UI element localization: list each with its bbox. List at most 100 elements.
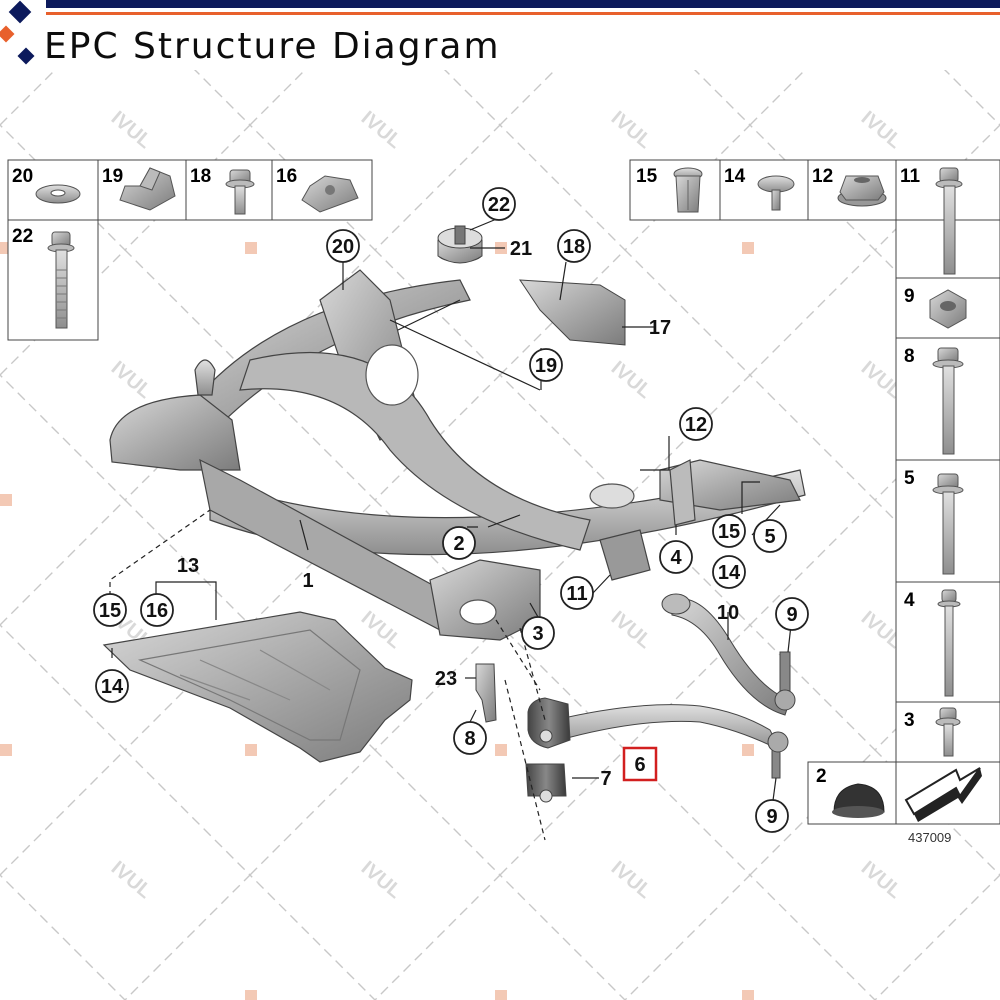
inset-label-15: 15: [636, 166, 658, 187]
callout-number: 15: [99, 600, 121, 622]
callout-3: 3: [521, 616, 555, 650]
callout-7: 7: [600, 768, 611, 790]
callout-circle: [753, 519, 787, 553]
inset-left-parts: 20 19 18 16 22: [12, 166, 359, 329]
callout-16: 16: [140, 593, 174, 627]
callout-number: 8: [464, 728, 475, 750]
callout-number: 14: [718, 562, 741, 584]
inset-label-14: 14: [724, 166, 746, 187]
bracket-17: [519, 279, 626, 346]
callout-circle: [659, 540, 693, 574]
callout-number: 3: [532, 623, 543, 645]
callout-number: 5: [764, 526, 775, 548]
leader-lines: [109, 217, 793, 841]
underbody-shield-13: [102, 611, 413, 763]
callout-11: 11: [560, 576, 594, 610]
inset-label-3: 3: [904, 710, 915, 731]
bolt-3-icon: [935, 707, 961, 757]
callout-number: 15: [718, 521, 740, 543]
hex-nut-icon: [929, 289, 967, 329]
bolt-long-icon: [47, 231, 75, 329]
inset-label-16: 16: [276, 166, 297, 187]
callout-number: 9: [786, 604, 797, 626]
bolt-11-icon: [935, 167, 963, 275]
callout-number: 13: [177, 555, 199, 577]
callout-circle: [95, 669, 129, 703]
inset-label-5: 5: [904, 468, 915, 489]
inset-label-8: 8: [904, 346, 915, 367]
callout-circle: [712, 514, 746, 548]
callout-9: 9: [775, 597, 809, 631]
bracket-23: [475, 663, 497, 723]
callout-number: 18: [563, 236, 585, 258]
callout-8: 8: [453, 721, 487, 755]
callout-number: 12: [685, 414, 707, 436]
callout-number: 14: [101, 676, 124, 698]
collar-nut-icon: [837, 175, 887, 207]
direction-arrow-icon: [904, 767, 982, 822]
callout-10: 10: [717, 602, 739, 624]
callout-1: 1: [302, 570, 313, 592]
callout-circle: [453, 721, 487, 755]
inset-label-20: 20: [12, 166, 33, 187]
subframe-1: [109, 269, 806, 641]
callout-19: 19: [529, 348, 563, 382]
callout-number: 20: [332, 236, 354, 258]
bolt-5-icon: [932, 473, 964, 575]
callout-circle: [140, 593, 174, 627]
callout-number: 7: [600, 768, 611, 790]
inset-label-11: 11: [900, 166, 921, 187]
callout-4: 4: [659, 540, 693, 574]
callout-number: 9: [766, 806, 777, 828]
bolt-4-icon: [937, 589, 961, 697]
clip-icon: [119, 167, 176, 211]
callout-21: 21: [510, 238, 532, 260]
header-stripe-navy: [46, 0, 1000, 8]
inset-label-19: 19: [102, 166, 123, 187]
highlight-box: [622, 746, 658, 782]
callout-9: 9: [755, 799, 789, 833]
callout-number: 10: [717, 602, 739, 624]
callout-circle: [521, 616, 555, 650]
callout-12: 12: [679, 407, 713, 441]
control-arm-10: [661, 593, 796, 716]
inset-label-2: 2: [816, 766, 827, 787]
callout-circle: [712, 555, 746, 589]
catalog-number: 437009: [908, 830, 951, 845]
callout-2: 2: [442, 526, 476, 560]
inset-label-22: 22: [12, 226, 33, 247]
callout-14: 14: [712, 555, 746, 589]
callout-circle: [93, 593, 127, 627]
bolt-short-icon: [225, 169, 255, 215]
callout-15: 15: [712, 514, 746, 548]
callout-number: 11: [566, 583, 587, 605]
callout-number: 16: [146, 600, 168, 622]
header-stripe: [46, 0, 1000, 18]
callout-6: 6: [622, 746, 658, 782]
callout-number: 2: [453, 533, 464, 555]
callout-circle: [755, 799, 789, 833]
wishbone-6: [525, 697, 789, 803]
callout-13: 13: [177, 555, 199, 577]
header-stripe-orange: [46, 12, 1000, 15]
bolt-8-icon: [932, 347, 964, 455]
callout-17: 17: [649, 317, 671, 339]
callout-15: 15: [93, 593, 127, 627]
callout-20: 20: [326, 229, 360, 263]
callout-circle: [679, 407, 713, 441]
inset-label-12: 12: [812, 166, 833, 187]
inset-label-18: 18: [190, 166, 211, 187]
expansion-nut-icon: [673, 167, 703, 213]
callout-number: 17: [649, 317, 671, 339]
inset-right-parts: 15 14 12 11 9: [636, 166, 982, 845]
callout-number: 4: [670, 547, 682, 569]
clip-nut-icon: [301, 175, 359, 213]
callout-18: 18: [557, 229, 591, 263]
callout-circle: [775, 597, 809, 631]
inset-label-4: 4: [904, 590, 915, 611]
bump-cap-icon: [832, 783, 885, 818]
inset-label-9: 9: [904, 286, 915, 307]
